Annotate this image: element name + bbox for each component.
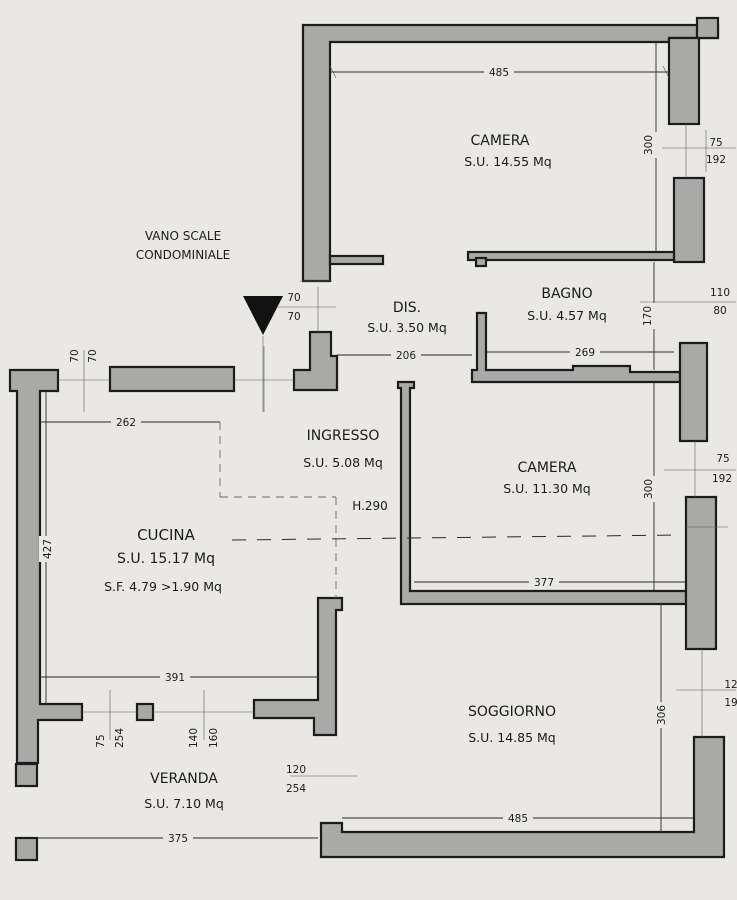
wall-pillar-veranda-2 [14,836,39,862]
dim-cucina-height: 427 [42,539,54,559]
wall-pillar-3 [678,341,709,443]
wall-cucina-veranda [252,596,344,737]
dim-soggiorno-height: 306 [656,705,668,725]
room-name-bagno: BAGNO [541,286,592,302]
wall-camera-bottom-right [466,250,676,262]
dim-win-camera2-b: 192 [712,473,732,485]
room-sf-cucina: S.F. 4.79 >1.90 Mq [104,579,222,594]
room-name-cucina: CUCINA [137,526,196,544]
wall-entrance-pillar [292,330,339,392]
dim-camera1-width: 485 [489,67,509,79]
dim-camera2-width: 377 [534,577,554,589]
entrance-marker-icon [243,296,283,335]
room-name-dis: DIS. [393,300,421,316]
room-labels: CAMERA S.U. 14.55 Mq BAGNO S.U. 4.57 Mq … [104,133,607,811]
dim-win-soggiorno-a: 12 [724,679,737,691]
room-area-camera-1: S.U. 14.55 Mq [464,154,551,169]
dim-win-camera1-a: 75 [709,137,722,149]
dim-camera1-height: 300 [643,135,655,155]
room-name-ingresso: INGRESSO [307,428,380,444]
room-area-camera-2: S.U. 11.30 Mq [503,481,590,496]
wall-camera-bottom-stub [474,256,488,268]
label-condominiale: CONDOMINIALE [136,248,230,262]
wall-pillar-2 [672,176,706,264]
room-name-camera-2: CAMERA [517,460,576,476]
wall-pillar-veranda-1 [14,762,39,788]
dim-win-soggiorno-b: 19 [724,697,737,709]
room-name-veranda: VERANDA [150,771,218,787]
dim-win-bagno-a: 110 [710,287,730,299]
label-vano-scale: VANO SCALE [145,229,221,243]
dim-cucina-bottom: 391 [165,672,185,684]
room-area-bagno: S.U. 4.57 Mq [527,308,607,323]
dim-win-bagno-b: 80 [713,305,726,317]
wall-camera-bottom-left [328,254,385,266]
wall-pillar-top-right [695,16,720,40]
dim-soggiorno-width: 485 [508,813,528,825]
wall-pillar-4 [684,495,718,651]
dim-win-veranda-b: 254 [114,728,126,748]
dim-door-veranda-b: 254 [286,783,306,795]
dim-win-veranda-a: 75 [95,734,107,747]
room-name-camera-1: CAMERA [470,133,529,149]
room-area-veranda: S.U. 7.10 Mq [144,796,224,811]
dim-camera2-height: 300 [643,479,655,499]
wall-pillar-small [135,702,155,722]
room-area-dis: S.U. 3.50 Mq [367,320,447,335]
wall-cucina-left [8,368,84,765]
room-name-soggiorno: SOGGIORNO [468,704,556,720]
walls [8,16,726,862]
dim-cucina-top: 262 [116,417,136,429]
dim-dis-width: 206 [396,350,416,362]
dim-door-veranda-a: 120 [286,764,306,776]
wall-soggiorno [319,735,726,859]
dim-door-ingresso-b: 70 [287,311,300,323]
room-area-cucina: S.U. 15.17 Mq [117,551,215,567]
dim-win-cucina-b: 70 [87,349,99,362]
dim-win-camera1-b: 192 [706,154,726,166]
dim-veranda-width: 375 [168,833,188,845]
dim-win-cucina-a: 70 [69,349,81,362]
label-height: H.290 [352,499,388,513]
wall-bagno [470,311,682,384]
wall-pillar-1 [667,36,701,126]
room-area-soggiorno: S.U. 14.85 Mq [468,730,555,745]
dim-win-veranda-c: 140 [188,728,200,748]
dim-bagno-width: 269 [575,347,595,359]
dim-win-veranda-d: 160 [208,728,220,748]
dimension-labels: 485 300 75 192 269 170 110 80 206 70 70 … [39,65,737,845]
room-area-ingresso: S.U. 5.08 Mq [303,455,383,470]
wall-cucina-top [108,365,236,393]
dim-bagno-height: 170 [642,306,654,326]
dim-win-camera2-a: 75 [716,453,729,465]
dim-door-ingresso-a: 70 [287,292,300,304]
dashed-lines [219,422,681,598]
